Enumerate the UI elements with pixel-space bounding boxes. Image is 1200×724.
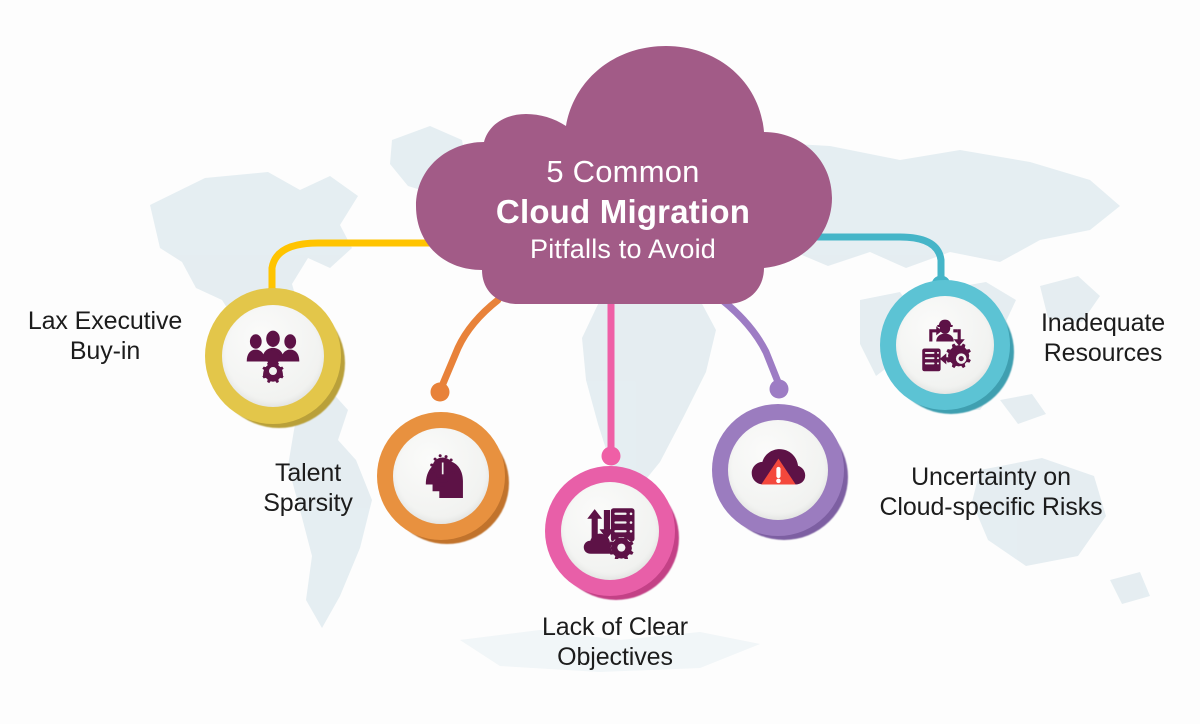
node-inner-disc — [896, 296, 994, 394]
head-lightbulb-icon — [425, 454, 463, 498]
label-lack-of-clear-objectives: Lack of Clear Objectives — [542, 613, 688, 671]
node-inner-disc — [561, 482, 659, 580]
cloud-warning-icon — [751, 449, 806, 485]
label-inadequate-resources: Inadequate Resources — [1040, 309, 1166, 367]
label-talent-sparsity: Talent Sparsity — [263, 459, 353, 517]
node-inner-disc — [393, 428, 489, 524]
label-uncertainty-cloud-risks: Uncertainty on Cloud-specific Risks — [879, 463, 1103, 521]
node-inadequate-resources[interactable] — [880, 280, 1014, 414]
resource-allocation-cycle-icon — [922, 319, 971, 372]
cloud-title-shape: 5 Common Cloud Migration Pitfalls to Avo… — [408, 42, 838, 312]
cloud-title-line-2: Cloud Migration — [495, 192, 751, 230]
cloud-server-transfer-gear-icon — [583, 508, 635, 559]
node-inner-disc — [222, 305, 324, 407]
cloud-title-text: 5 Common Cloud Migration Pitfalls to Avo… — [408, 42, 838, 312]
node-lax-executive-buy-in[interactable] — [205, 288, 345, 428]
people-group-gear-icon — [246, 330, 300, 384]
node-uncertainty-cloud-risks[interactable] — [712, 404, 848, 540]
cloud-shape — [416, 46, 832, 304]
node-lack-of-clear-objectives[interactable] — [545, 466, 679, 600]
node-inner-disc — [728, 420, 828, 520]
label-lax-executive-buy-in: Lax Executive Buy-in — [27, 307, 183, 365]
cloud-title-line-1: 5 Common — [546, 154, 700, 190]
node-talent-sparsity[interactable] — [377, 412, 509, 544]
cloud-title-line-3: Pitfalls to Avoid — [529, 234, 716, 265]
